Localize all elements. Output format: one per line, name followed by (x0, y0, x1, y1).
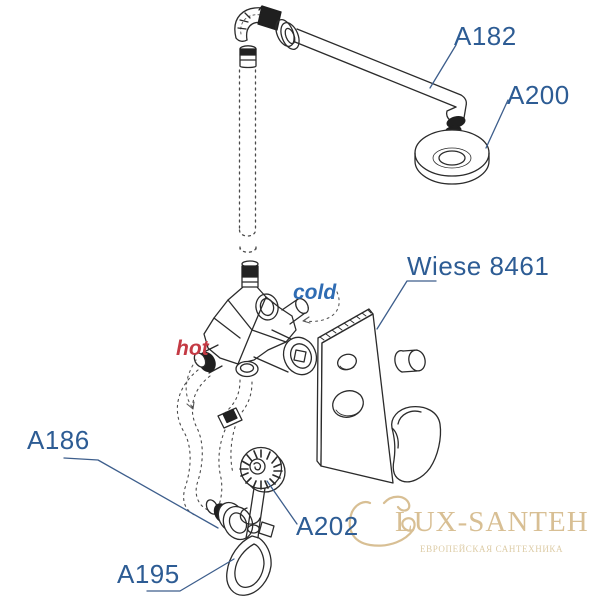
label-a195: A195 (117, 559, 180, 589)
flow-knob (394, 349, 426, 373)
hose-dotted-left (176, 369, 211, 517)
hand-shower (239, 446, 286, 538)
label-hot: hot (176, 337, 209, 360)
label-cold: cold (293, 281, 337, 304)
wall-outlet-elbow (205, 499, 254, 541)
shower-arm (275, 19, 467, 124)
hot-flow-arrow (185, 359, 197, 410)
label-a202: A202 (296, 511, 359, 541)
hose-dotted-right (217, 379, 253, 509)
watermark-brand: LUX-SANTEH (395, 506, 589, 538)
mixer-valve (193, 260, 318, 378)
cold-flow-arrow (302, 291, 340, 324)
label-a182: A182 (454, 21, 517, 51)
concealed-plate (316, 308, 394, 484)
label-a186: A186 (27, 425, 90, 455)
shower-hook-loop (226, 526, 272, 596)
watermark-tagline: ЕВРОПЕЙСКАЯ САНТЕХНИКА (420, 544, 564, 554)
lever-handle (391, 406, 442, 483)
riser-pipe-dotted (238, 45, 257, 253)
elbow-fitting (234, 5, 282, 42)
watermark-flourish-icon (348, 495, 416, 547)
label-wiese-8461: Wiese 8461 (407, 251, 550, 281)
overhead-shower-head (414, 116, 490, 185)
hose-connector (217, 407, 243, 429)
leader-lines (63, 44, 509, 592)
label-a200: A200 (507, 80, 570, 110)
